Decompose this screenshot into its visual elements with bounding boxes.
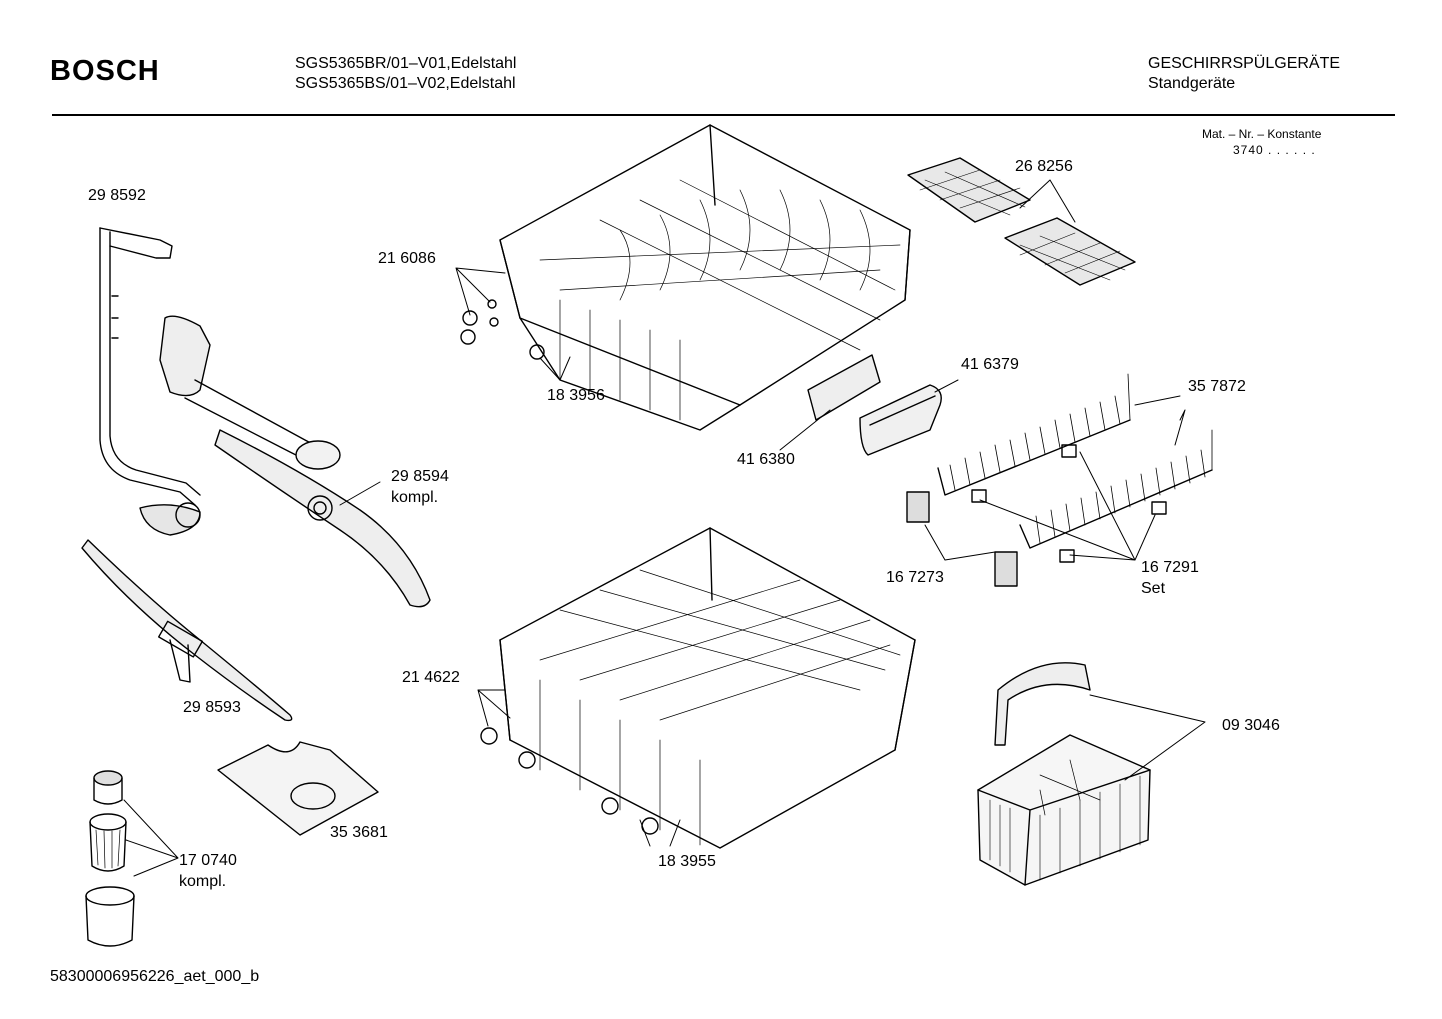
footer-doc-id: 58300006956226_aet_000_b <box>50 968 259 986</box>
part-label-183955: 18 3955 <box>658 853 716 870</box>
part-label-416379: 41 6379 <box>961 356 1019 373</box>
spray-pipe-drawing <box>99 227 201 536</box>
part-label-216086: 21 6086 <box>378 250 436 267</box>
upper-spray-arm-drawing <box>159 315 431 608</box>
upper-basket-drawing <box>460 124 911 431</box>
clips-drawing <box>906 444 1167 587</box>
part-label-093046: 09 3046 <box>1222 717 1280 734</box>
part-label-416380: 41 6380 <box>737 451 795 468</box>
cutlery-basket-drawing <box>977 662 1151 886</box>
category-title: GESCHIRRSPÜLGERÄTE <box>1148 55 1341 72</box>
tine-rows-drawing <box>937 373 1213 549</box>
part-label-167291: 16 7291 <box>1141 559 1199 576</box>
footer-doc-number: 5830000695 <box>50 968 139 985</box>
part-label-357872: 35 7872 <box>1188 378 1246 395</box>
mat-nr-label: Mat. – Nr. – Konstante <box>1202 127 1322 141</box>
part-label-167291-note: Set <box>1141 580 1166 597</box>
model-line-1: SGS5365BR/01–V01,Edelstahl <box>295 55 517 72</box>
model-line-2: SGS5365BS/01–V02,Edelstahl <box>295 75 516 92</box>
basket-handle-drawing <box>807 354 942 456</box>
filter-mat-drawing <box>217 741 379 836</box>
part-label-268256: 26 8256 <box>1015 158 1073 175</box>
part-label-298593: 29 8593 <box>183 699 241 716</box>
part-label-298592: 29 8592 <box>88 187 146 204</box>
lower-basket-drawing <box>480 527 916 849</box>
part-label-170740-note: kompl. <box>179 873 227 890</box>
part-label-298594: 29 8594 <box>391 468 449 485</box>
cup-shelves-drawing <box>907 157 1136 286</box>
filter-drawing <box>85 770 135 947</box>
part-label-214622: 21 4622 <box>402 669 460 686</box>
leader-lines <box>123 179 1206 877</box>
part-label-170740: 17 0740 <box>179 852 237 869</box>
brand-logo: BOSCH <box>50 55 160 87</box>
lower-spray-arm-drawing <box>81 539 293 722</box>
part-label-353681: 35 3681 <box>330 824 388 841</box>
part-label-167273: 16 7273 <box>886 569 944 586</box>
footer-doc-suffix: 6226_aet_000_b <box>138 968 260 985</box>
category-subtitle: Standgeräte <box>1148 75 1236 92</box>
part-label-298594-note: kompl. <box>391 489 439 506</box>
header-divider <box>52 114 1395 116</box>
part-label-183956: 18 3956 <box>547 387 605 404</box>
mat-nr-value: 3740 . . . . . . <box>1233 143 1316 157</box>
